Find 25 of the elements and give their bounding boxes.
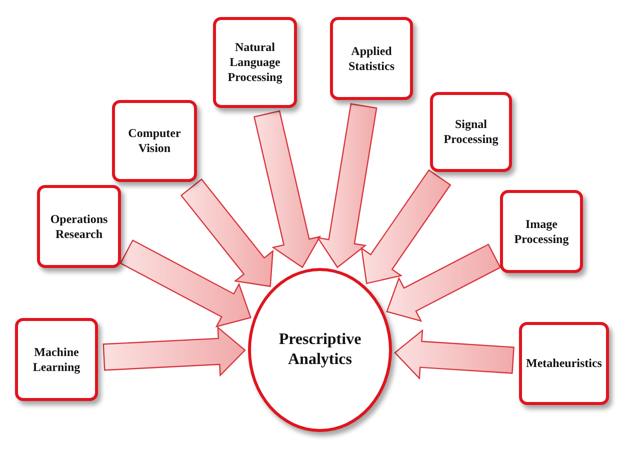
box-label: Computer Vision bbox=[127, 126, 182, 156]
block-arrow bbox=[180, 178, 274, 288]
box-label: Applied Statistics bbox=[348, 44, 396, 74]
topic-box bbox=[430, 92, 512, 172]
block-arrow bbox=[360, 169, 452, 284]
topic-box bbox=[519, 322, 609, 405]
block-arrow bbox=[394, 329, 514, 380]
block-arrow bbox=[316, 103, 378, 268]
topic-box bbox=[37, 185, 121, 268]
box-label: Image Processing bbox=[513, 216, 570, 246]
box-label: Signal Processing bbox=[442, 117, 500, 147]
block-arrow bbox=[386, 244, 502, 322]
topic-box bbox=[112, 100, 197, 182]
block-arrow bbox=[254, 110, 322, 268]
box-label: Prescriptive Analytics bbox=[278, 330, 362, 370]
block-arrow bbox=[120, 239, 252, 328]
box-label: Natural Language Processing bbox=[226, 40, 284, 85]
block-arrow bbox=[102, 326, 246, 377]
topic-box bbox=[330, 17, 413, 100]
topic-box bbox=[15, 318, 98, 401]
box-label: Metaheuristics bbox=[525, 356, 603, 371]
topic-box bbox=[213, 17, 297, 108]
topic-box bbox=[500, 190, 583, 273]
box-label: Machine Learning bbox=[32, 344, 82, 374]
box-label: Operations Research bbox=[49, 212, 109, 242]
